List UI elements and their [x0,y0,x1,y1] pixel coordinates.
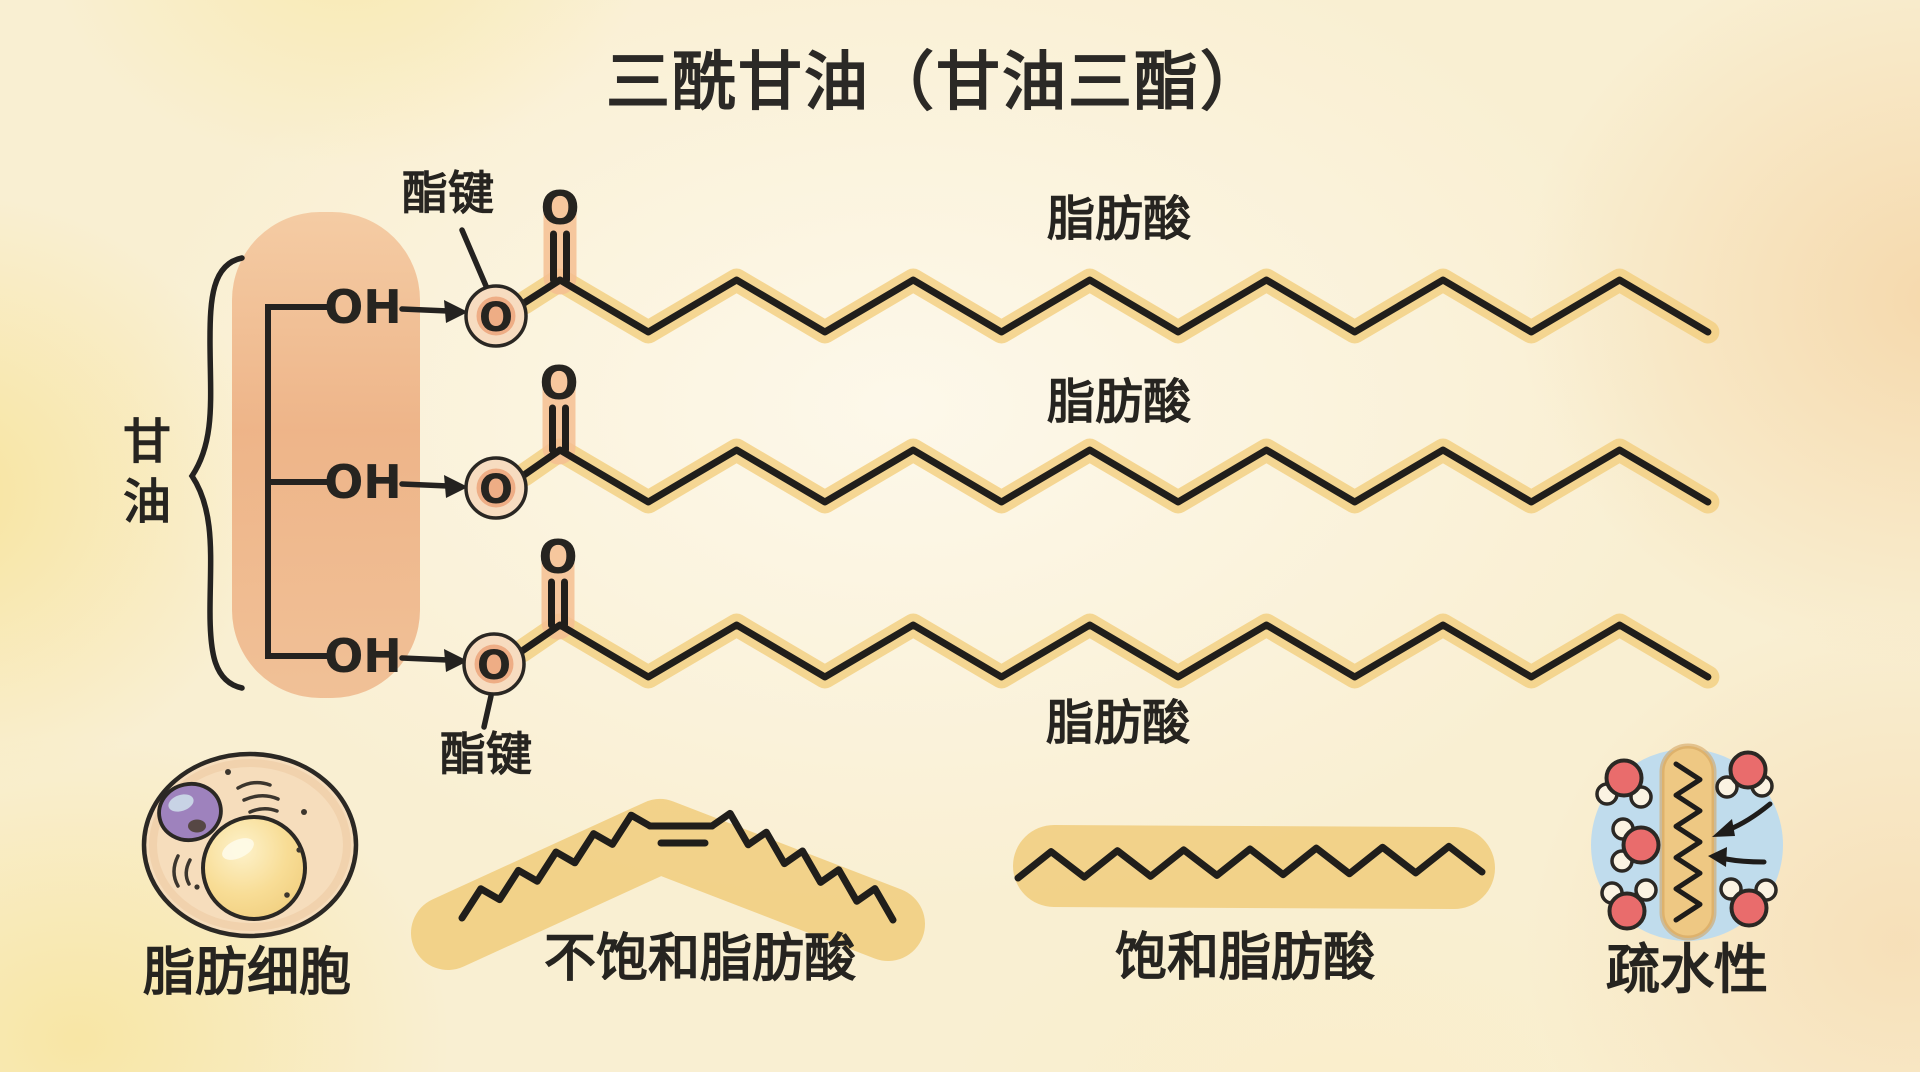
ester-bond-top-pointer [459,227,489,289]
ester-oxygen-2: O [479,467,513,513]
organelle-squiggles-right [236,780,280,814]
fatty-acid-chain-1: O O [399,181,1720,348]
fat-cell-cytoplasm-rim [149,759,351,931]
oxygen-atom [1604,758,1644,798]
unsaturated-chain-right [708,809,897,924]
ester-bond-top-label: 酯键 [402,166,494,220]
ester-bond-callouts: 酯键 酯键 [402,166,532,781]
fatty-acid-chain-2: O O [399,356,1720,520]
organelle-squiggles-left [172,854,192,888]
chain-2-highlight [512,438,1720,514]
fatty-acid-label-3: 脂肪酸 [1046,695,1191,751]
glycerol-group: 甘 油 OH OH OH [123,212,420,698]
unsaturated-chain-left [458,811,654,922]
hydrogen-atom [1715,775,1739,799]
glycerol-watercolor-blob [232,212,420,698]
fatty-acid-chain-3: O O [399,530,1720,696]
repulsion-arrow-1-head [1712,819,1735,837]
unsaturated-fatty-acid-group: 不饱和脂肪酸 [411,799,925,989]
glycerol-label-char1: 甘 [123,414,171,470]
carbonyl-oxygen-1: O [540,181,579,235]
water-molecule-4 [1600,878,1658,931]
water-molecule-5 [1719,877,1778,928]
ester-oxygen-3: O [477,643,511,689]
water-molecule-2 [1715,750,1774,799]
oxygen-atom [1729,888,1769,928]
glycerol-brace [188,255,245,691]
arrow-1-head [444,300,468,323]
cell-dot-1 [225,769,231,775]
lipid-droplet [201,815,307,921]
chain-3-bonds [518,621,1712,681]
ester-oxygen-1: O [479,295,513,341]
repulsion-arrow-2-head [1708,847,1727,867]
saturated-fatty-acid-group: 饱和脂肪酸 [1013,825,1495,988]
cell-dot-2 [301,809,307,815]
arrow-2-head [444,475,468,498]
cell-dot-4 [284,892,290,898]
arrow-2-shaft [399,481,451,489]
chain-2-bonds [520,446,1712,506]
hydrophobicity-group: 疏水性 [1591,743,1783,1001]
oxygen-atom [1728,750,1768,790]
hydrophobicity-label: 疏水性 [1606,938,1768,1001]
cell-dot-3 [296,847,302,853]
saturated-highlight [1013,825,1495,909]
hydroxyl-label-1: OH [324,280,402,334]
fat-cell-label: 脂肪细胞 [143,943,351,1003]
hydroxyl-label-3: OH [324,629,402,683]
unsaturated-label: 不饱和脂肪酸 [544,929,857,989]
saturated-label: 饱和脂肪酸 [1115,928,1376,988]
chain-1-highlight [512,268,1720,344]
arrow-3-shaft [399,655,451,663]
nucleolus [188,819,206,833]
fat-cell-group: 脂肪细胞 [141,751,359,1003]
chain-1-bonds [520,276,1712,336]
carbonyl-oxygen-2: O [539,356,578,410]
carbonyl-oxygen-3: O [538,530,577,584]
water-molecule-1 [1595,758,1653,809]
ester-circle-1-inner [476,296,516,336]
arrow-3-head [444,649,468,672]
ester-circle-3-inner [474,644,514,684]
chain-3-highlight [510,613,1720,689]
nucleus-highlight [168,794,194,812]
hydroxyl-label-2: OH [324,455,402,509]
oxygen-atom [1621,825,1661,865]
ester-bond-bottom-label: 酯键 [440,727,532,781]
page-title: 三酰甘油（甘油三酯） [606,46,1266,120]
saturated-chain [1014,842,1486,882]
fatty-acid-label-2: 脂肪酸 [1047,374,1192,430]
arrow-1-shaft [399,306,451,314]
ester-bond-bottom-pointer [481,693,494,730]
cell-dot-5 [194,884,200,890]
fatty-acid-label-1: 脂肪酸 [1047,191,1192,247]
lipid-capsule [1659,743,1717,941]
repulsion-arrow-2 [1723,856,1767,865]
capsule-zigzag [1673,761,1703,923]
water-molecule-3 [1610,817,1661,873]
unsaturated-highlight [411,799,925,970]
oxygen-atom [1607,891,1647,931]
hydrogen-atom [1634,878,1658,902]
glycerol-backbone [265,304,335,659]
glycerol-label-char2: 油 [123,474,171,530]
ester-circle-2-inner [476,468,516,508]
lipid-droplet-highlight [222,838,254,860]
